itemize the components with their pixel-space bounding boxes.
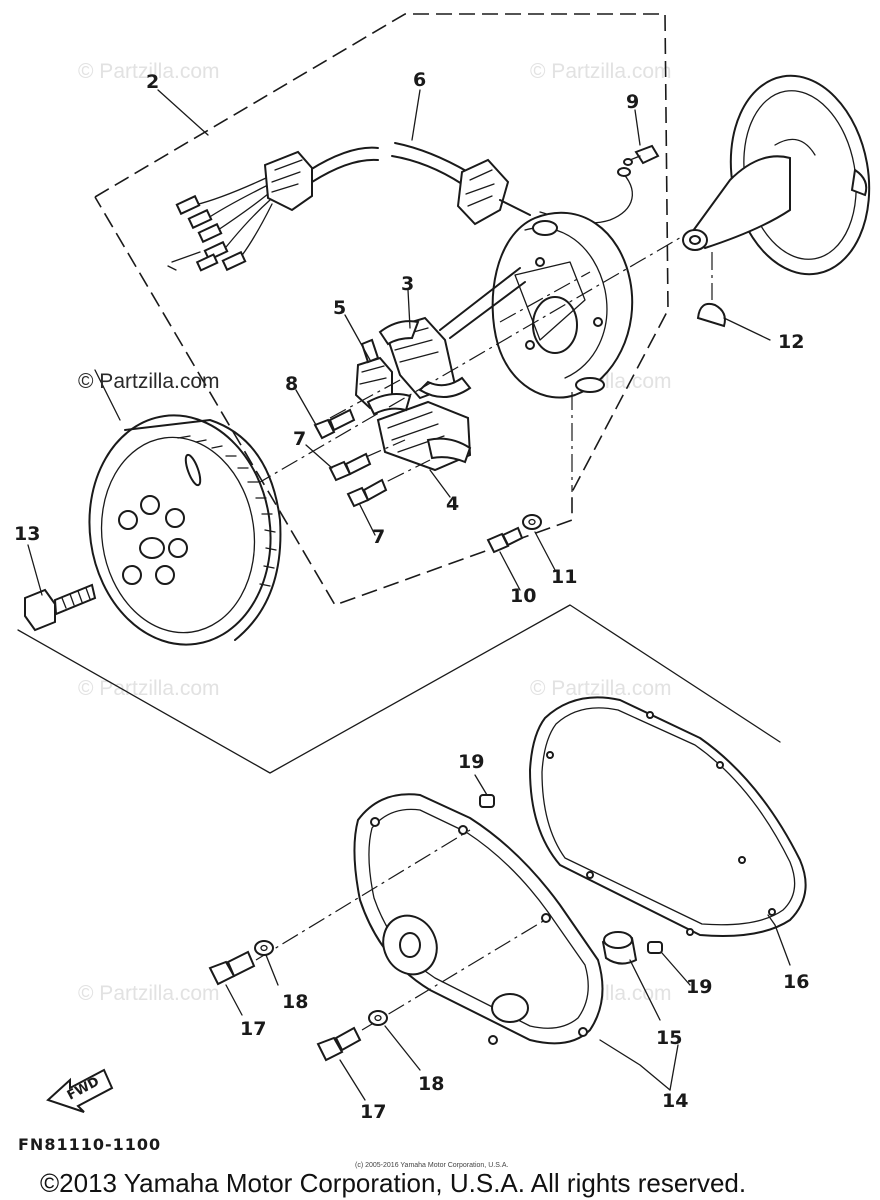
bolt-17-upper xyxy=(208,829,471,986)
dowel-19-right xyxy=(647,941,663,954)
screw-9 xyxy=(623,144,660,166)
flywheel-group-boundary xyxy=(17,604,781,774)
collar-15 xyxy=(601,931,638,965)
callout-17: 17 xyxy=(240,1018,266,1040)
flywheel-rotor xyxy=(88,414,282,646)
callout-3: 3 xyxy=(401,273,414,295)
flywheel-bolt-13 xyxy=(24,583,97,632)
screw-7-lower xyxy=(346,478,388,508)
callout-7: 7 xyxy=(293,428,306,450)
leader-lines xyxy=(27,89,791,1101)
washer-18-upper xyxy=(254,940,274,956)
watermark-faint: © Partzilla.com xyxy=(530,677,672,700)
washer-11 xyxy=(522,514,542,530)
callout-5: 5 xyxy=(333,297,346,319)
callout-19: 19 xyxy=(458,751,484,773)
lead-wire-harness xyxy=(167,142,531,272)
screw-7-upper xyxy=(328,452,372,482)
callout-13: 13 xyxy=(14,523,40,545)
forward-direction-arrow: FWD xyxy=(46,1068,114,1113)
callout-14: 14 xyxy=(662,1090,688,1112)
callout-4: 4 xyxy=(446,493,459,515)
stator-assembly-boundary xyxy=(94,13,669,606)
callout-12: 12 xyxy=(778,331,804,353)
screw-8 xyxy=(313,408,356,440)
callout-9: 9 xyxy=(626,91,639,113)
callout-10: 10 xyxy=(510,585,536,607)
callout-18: 18 xyxy=(282,991,308,1013)
callout-11: 11 xyxy=(551,566,577,588)
crankcase-boss xyxy=(682,74,871,276)
callout-15: 15 xyxy=(656,1027,682,1049)
watermark-faint: © Partzilla.com xyxy=(530,60,672,83)
watermark-faint: © Partzilla.com xyxy=(78,60,220,83)
callout-18: 18 xyxy=(418,1073,444,1095)
lighting-coil-3 xyxy=(378,267,526,400)
bolt-17-lower xyxy=(316,919,546,1062)
charge-coil-4 xyxy=(366,393,472,472)
dowel-19-top xyxy=(479,794,495,808)
callout-16: 16 xyxy=(783,971,809,993)
watermark-partzilla: © Partzilla.com xyxy=(78,370,220,393)
callout-6: 6 xyxy=(413,69,426,91)
washer-18-lower xyxy=(368,1010,388,1026)
diagram-code: FN81110-1100 xyxy=(18,1135,161,1154)
watermark-faint: © Partzilla.com xyxy=(78,677,220,700)
woodruff-key-12 xyxy=(696,302,726,328)
callout-19: 19 xyxy=(686,976,712,998)
copyright-notice: ©2013 Yamaha Motor Corporation, U.S.A. A… xyxy=(40,1168,746,1198)
small-copyright-notice: (c) 2005-2016 Yamaha Motor Corporation, … xyxy=(355,1162,508,1169)
bolt-10 xyxy=(486,526,524,554)
generator-cover-14 xyxy=(353,793,604,1045)
callout-2: 2 xyxy=(146,71,159,93)
watermark-faint: © Partzilla.com xyxy=(78,982,220,1005)
stator-base-plate xyxy=(491,211,634,399)
callout-17: 17 xyxy=(360,1101,386,1123)
callout-8: 8 xyxy=(285,373,298,395)
gasket-16 xyxy=(529,696,807,937)
callout-7: 7 xyxy=(372,526,385,548)
